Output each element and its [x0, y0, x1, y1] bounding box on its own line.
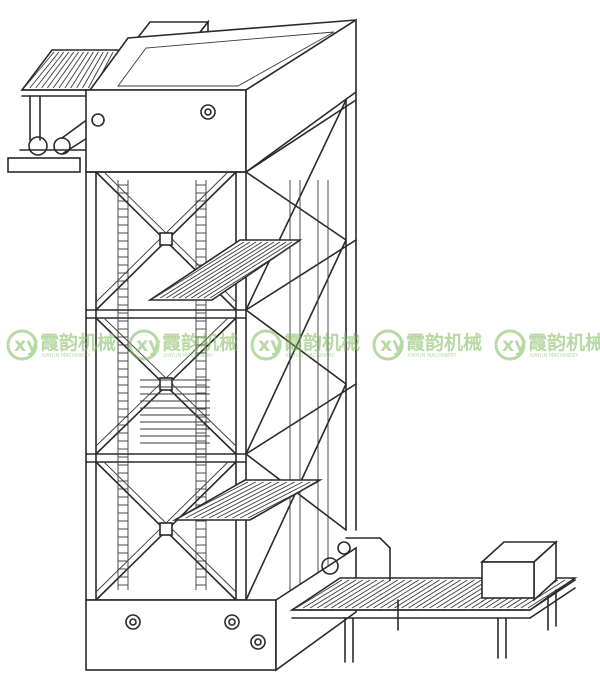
watermark-brand: 霞韵机械	[284, 331, 360, 354]
watermark-sub: XIAYUN MACHINERY	[529, 353, 579, 359]
watermark-sub: XIAYUN MACHINERY	[285, 353, 335, 359]
watermark-logo-letters: xy	[258, 334, 283, 356]
watermark-logo-icon	[372, 329, 404, 361]
watermark-logo-letters: xy	[14, 334, 39, 356]
watermark-logo-letters: xy	[502, 334, 527, 356]
watermark-brand: 霞韵机械	[162, 331, 238, 354]
watermark-sub: XIAYUN MACHINERY	[407, 353, 457, 359]
watermark-brand: 霞韵机械	[406, 331, 482, 354]
tower-head	[85, 18, 357, 174]
package-bottom	[479, 540, 559, 602]
drive-motor	[7, 107, 114, 173]
watermark-logo-icon	[6, 329, 38, 361]
watermark-brand: 霞韵机械	[528, 331, 600, 354]
watermark-brand: 霞韵机械	[40, 331, 116, 354]
watermark-logo-icon	[494, 329, 526, 361]
watermark-logo-letters: xy	[380, 334, 405, 356]
watermark-logo-letters: xy	[136, 334, 161, 356]
watermark-logo-icon	[128, 329, 160, 361]
watermark-logo-icon	[250, 329, 282, 361]
watermark-sub: XIAYUN MACHINERY	[163, 353, 213, 359]
watermark-sub: XIAYUN MACHINERY	[41, 353, 91, 359]
lift-carriages	[140, 239, 324, 521]
